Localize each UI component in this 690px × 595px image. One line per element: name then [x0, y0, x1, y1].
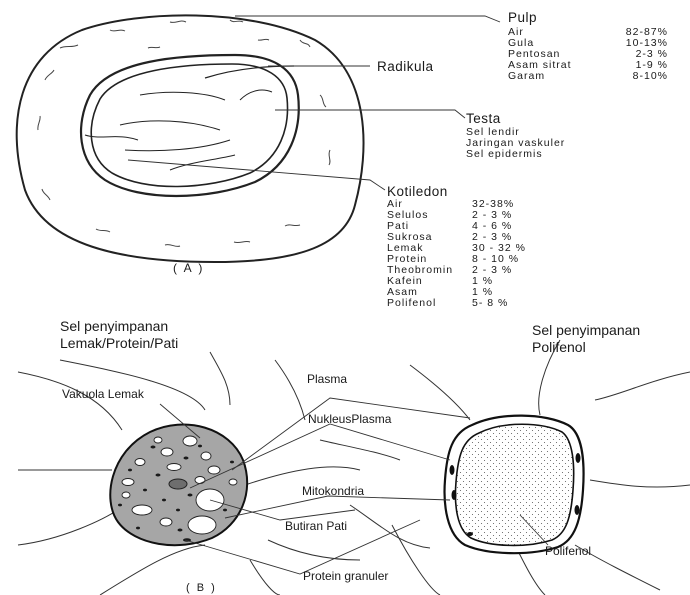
- pulp-row-value: 8-10%: [598, 71, 668, 82]
- pulp-row-name: Garam: [508, 71, 598, 82]
- nukleus-plasma-label: NukleusPlasma: [308, 413, 391, 425]
- panel-a-leader-lines: [128, 16, 500, 190]
- radikula-label: Radikula: [377, 60, 434, 74]
- protein-granuler-label: Protein granuler: [303, 570, 388, 582]
- testa-outer-outline: [81, 55, 299, 196]
- vakuola-lemak-label: Vakuola Lemak: [62, 388, 144, 400]
- storage-cell-left: [110, 425, 247, 546]
- left-cell-title: Sel penyimpanan Lemak/Protein/Pati: [60, 318, 260, 352]
- pulp-outline: [17, 15, 364, 262]
- radicle-line: [205, 66, 294, 78]
- mitokondria-label: Mitokondria: [302, 485, 364, 497]
- cotyledon-fold: [85, 90, 272, 170]
- panel-b-caption: ( B ): [186, 583, 217, 594]
- kotiledon-title: Kotiledon: [387, 185, 448, 199]
- testa-items: Sel lendir Jaringan vaskuler Sel epiderm…: [466, 127, 565, 160]
- polyphenol-vacuole: [455, 424, 573, 545]
- bean-cross-section: [17, 15, 364, 262]
- pulp-title: Pulp: [508, 11, 537, 25]
- kotiledon-row-name: Polifenol: [387, 298, 472, 309]
- butiran-pati-label: Butiran Pati: [285, 520, 347, 532]
- polifenol-label: Polifenol: [545, 545, 591, 557]
- plasma-label: Plasma: [307, 373, 347, 385]
- testa-title: Testa: [466, 112, 501, 126]
- nucleus: [169, 479, 187, 489]
- panel-a-caption: ( A ): [173, 262, 204, 274]
- storage-cell-right: [445, 416, 584, 554]
- right-cell-title: Sel penyimpanan Polifenol: [532, 322, 690, 356]
- kotiledon-row-value: 5- 8 %: [472, 298, 547, 309]
- testa-item: Sel epidermis: [466, 149, 565, 160]
